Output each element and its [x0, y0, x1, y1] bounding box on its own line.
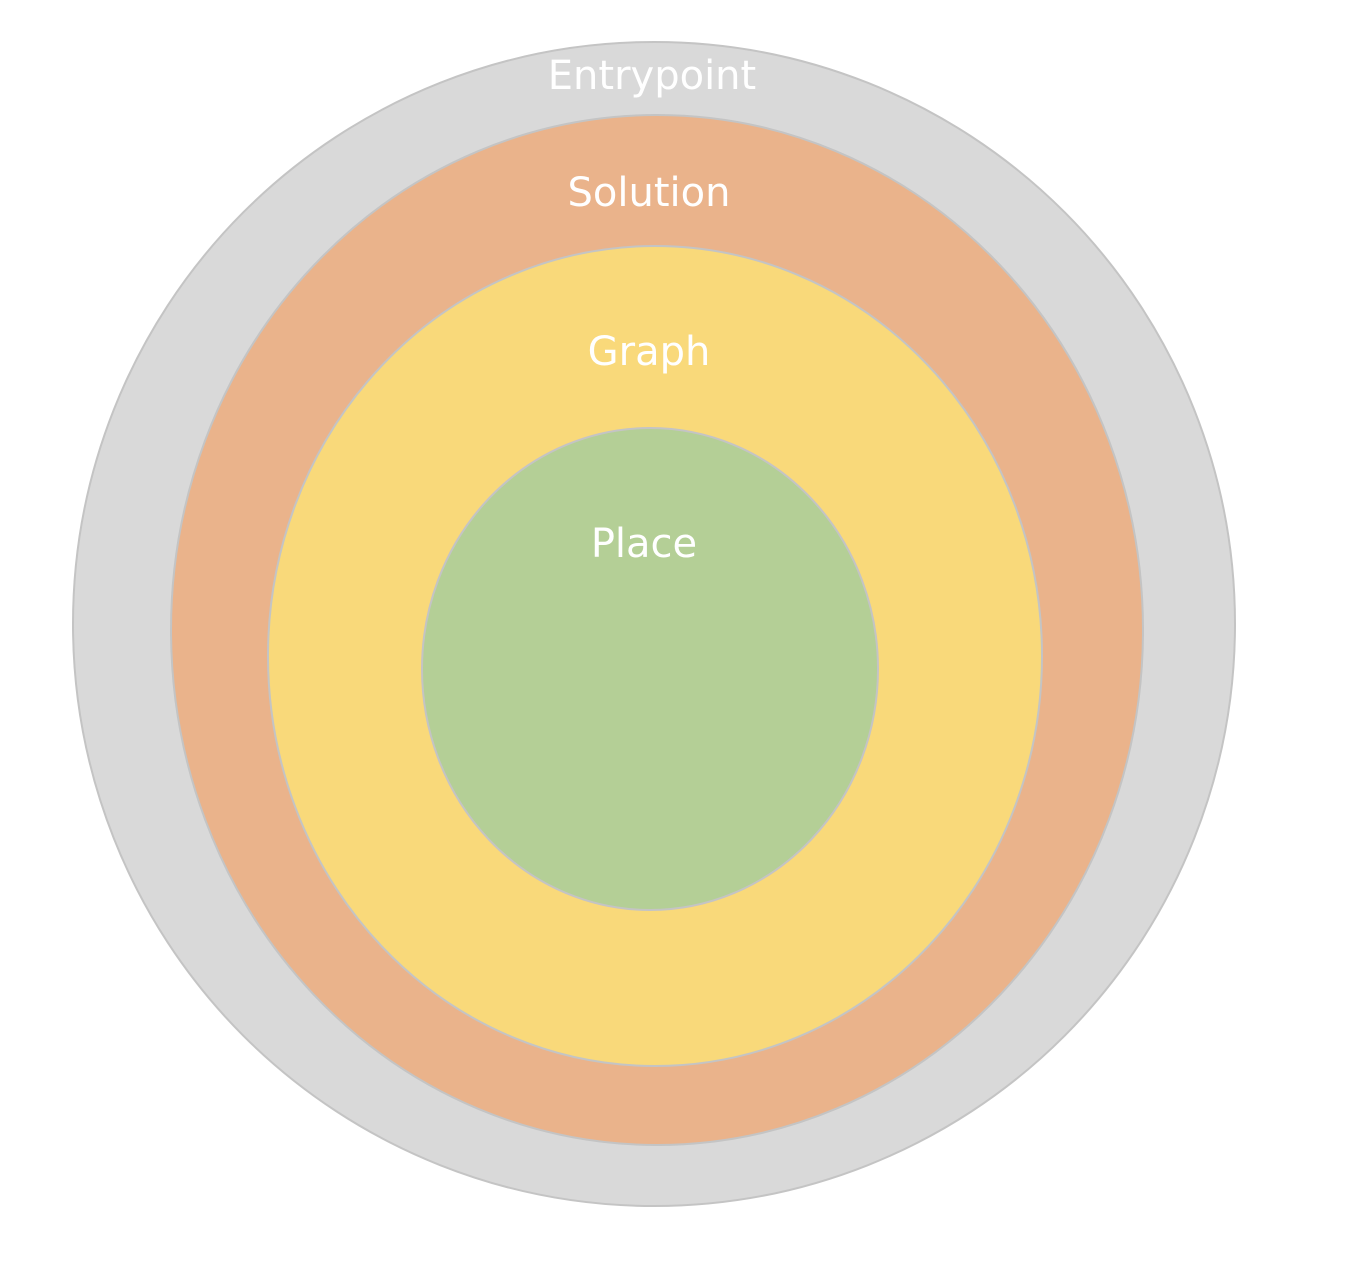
place-ring: [421, 427, 879, 911]
solution-label: Solution: [568, 170, 731, 216]
entrypoint-label: Entrypoint: [548, 53, 756, 99]
graph-label: Graph: [588, 329, 711, 375]
place-label: Place: [591, 521, 697, 567]
